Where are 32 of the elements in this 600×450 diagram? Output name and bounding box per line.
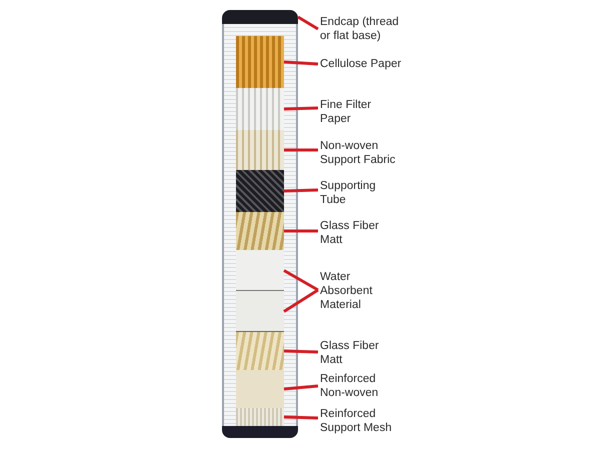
part-label: Non-woven Support Fabric bbox=[320, 139, 396, 167]
pleated-paper-layer bbox=[236, 36, 284, 88]
leader-line bbox=[284, 148, 318, 152]
pleated-paper-layer bbox=[236, 88, 284, 130]
absorbent-layer bbox=[236, 250, 284, 291]
part-label: Glass Fiber Matt bbox=[320, 339, 380, 367]
part-label: Fine Filter Paper bbox=[320, 98, 372, 126]
fiber-layer bbox=[236, 212, 284, 250]
mesh-layer bbox=[236, 408, 284, 426]
leader-line bbox=[284, 416, 318, 420]
endcap bbox=[222, 10, 298, 24]
part-label: Reinforced Non-woven bbox=[320, 372, 380, 400]
leader-line bbox=[284, 106, 318, 110]
fabric-layer bbox=[236, 130, 284, 170]
leader-line bbox=[284, 188, 318, 192]
leader-line bbox=[284, 230, 318, 232]
fabric-layer bbox=[236, 370, 284, 408]
mesh-tube-layer bbox=[236, 170, 284, 212]
part-label: Endcap (thread or flat base) bbox=[320, 15, 400, 43]
part-label: Cellulose Paper bbox=[320, 57, 402, 71]
absorbent-layer bbox=[236, 291, 284, 332]
leader-line bbox=[283, 288, 319, 313]
part-label: Glass Fiber Matt bbox=[320, 219, 380, 247]
part-label: Water Absorbent Material bbox=[320, 270, 374, 312]
leader-line bbox=[284, 60, 318, 66]
part-label: Reinforced Support Mesh bbox=[320, 407, 393, 435]
fiber-layer bbox=[236, 332, 284, 370]
leader-line bbox=[297, 16, 319, 30]
leader-line bbox=[284, 350, 318, 354]
leader-line bbox=[284, 384, 318, 390]
part-label: Supporting Tube bbox=[320, 179, 377, 207]
leader-line bbox=[283, 269, 319, 292]
